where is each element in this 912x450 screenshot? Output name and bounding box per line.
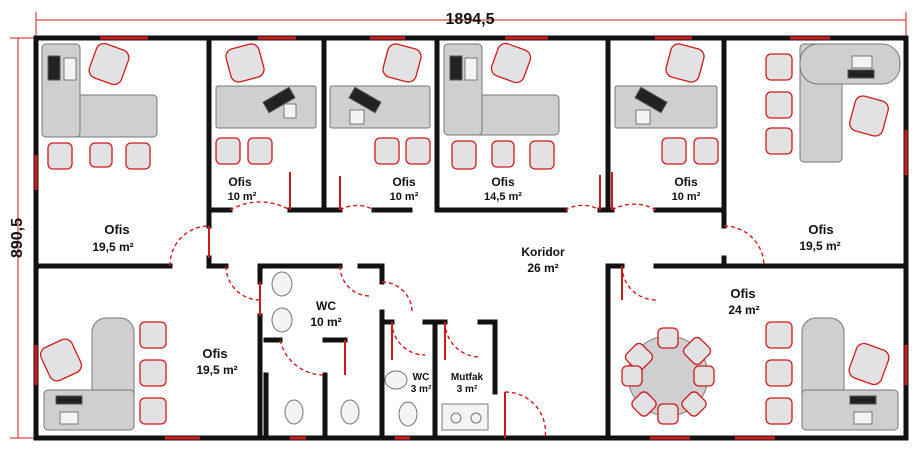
room-label-office-top-3: Ofis 10 m² bbox=[390, 175, 419, 203]
svg-text:Ofis: Ofis bbox=[228, 175, 252, 189]
sink-icon bbox=[450, 412, 462, 424]
wc-fixtures bbox=[271, 271, 489, 431]
furniture-top-left bbox=[41, 42, 158, 170]
svg-text:24 m²: 24 m² bbox=[728, 303, 759, 317]
svg-text:WC: WC bbox=[413, 372, 430, 383]
toilet-icon bbox=[398, 401, 418, 427]
svg-text:19,5 m²: 19,5 m² bbox=[799, 239, 840, 253]
furniture-bottom-left bbox=[39, 317, 167, 431]
room-label-corridor: Koridor 26 m² bbox=[521, 245, 565, 275]
room-label-office-top-left: Ofis 19,5 m² bbox=[92, 222, 133, 254]
svg-text:Ofis: Ofis bbox=[730, 286, 755, 301]
svg-text:Ofis: Ofis bbox=[808, 222, 833, 237]
interior-walls bbox=[33, 35, 909, 441]
furniture-bottom-right bbox=[621, 317, 899, 431]
room-label-office-top-5: Ofis 10 m² bbox=[672, 175, 701, 203]
svg-text:3 m²: 3 m² bbox=[457, 384, 478, 395]
svg-text:Ofis: Ofis bbox=[491, 175, 515, 189]
room-label-wc-small: WC 3 m² bbox=[411, 372, 432, 395]
height-dimension: 890,5 bbox=[9, 37, 34, 439]
sink-icon bbox=[470, 412, 482, 424]
furniture-top-right bbox=[765, 43, 901, 163]
svg-text:10 m²: 10 m² bbox=[228, 191, 257, 203]
furniture-top-4 bbox=[443, 42, 560, 170]
svg-text:Ofis: Ofis bbox=[674, 175, 698, 189]
svg-text:Ofis: Ofis bbox=[104, 222, 129, 237]
svg-text:Ofis: Ofis bbox=[202, 346, 227, 361]
svg-text:10 m²: 10 m² bbox=[672, 191, 701, 203]
svg-text:26 m²: 26 m² bbox=[527, 261, 558, 275]
svg-text:Mutfak: Mutfak bbox=[451, 372, 484, 383]
height-dimension-label: 890,5 bbox=[9, 218, 26, 258]
svg-text:3 m²: 3 m² bbox=[411, 384, 432, 395]
svg-text:WC: WC bbox=[316, 299, 336, 313]
svg-text:Koridor: Koridor bbox=[521, 245, 565, 259]
doors bbox=[169, 172, 765, 439]
width-dimension-label: 1894,5 bbox=[446, 11, 495, 28]
furniture-top-3 bbox=[329, 43, 431, 165]
room-label-wc-large: WC 10 m² bbox=[310, 299, 341, 329]
svg-text:14,5 m²: 14,5 m² bbox=[484, 191, 522, 203]
svg-text:19,5 m²: 19,5 m² bbox=[196, 363, 237, 377]
toilet-icon bbox=[340, 399, 360, 425]
sink-icon bbox=[271, 307, 293, 333]
exterior-walls bbox=[33, 35, 909, 441]
room-label-kitchen: Mutfak 3 m² bbox=[451, 372, 484, 395]
svg-text:10 m²: 10 m² bbox=[390, 191, 419, 203]
furniture-top-2 bbox=[215, 43, 317, 165]
sink-icon bbox=[384, 370, 408, 390]
furniture-top-5 bbox=[614, 43, 719, 165]
svg-text:10 m²: 10 m² bbox=[310, 315, 341, 329]
room-label-office-top-right: Ofis 19,5 m² bbox=[799, 222, 840, 253]
svg-text:19,5 m²: 19,5 m² bbox=[92, 240, 133, 254]
room-label-office-top-4: Ofis 14,5 m² bbox=[484, 175, 522, 203]
room-label-office-bottom-left: Ofis 19,5 m² bbox=[196, 346, 237, 377]
room-label-office-bottom-right: Ofis 24 m² bbox=[728, 286, 759, 317]
svg-text:Ofis: Ofis bbox=[392, 175, 416, 189]
toilet-icon bbox=[284, 399, 304, 425]
sink-icon bbox=[271, 271, 293, 297]
windows bbox=[34, 36, 908, 440]
width-dimension: 1894,5 bbox=[35, 11, 907, 36]
room-label-office-top-2: Ofis 10 m² bbox=[228, 175, 257, 203]
